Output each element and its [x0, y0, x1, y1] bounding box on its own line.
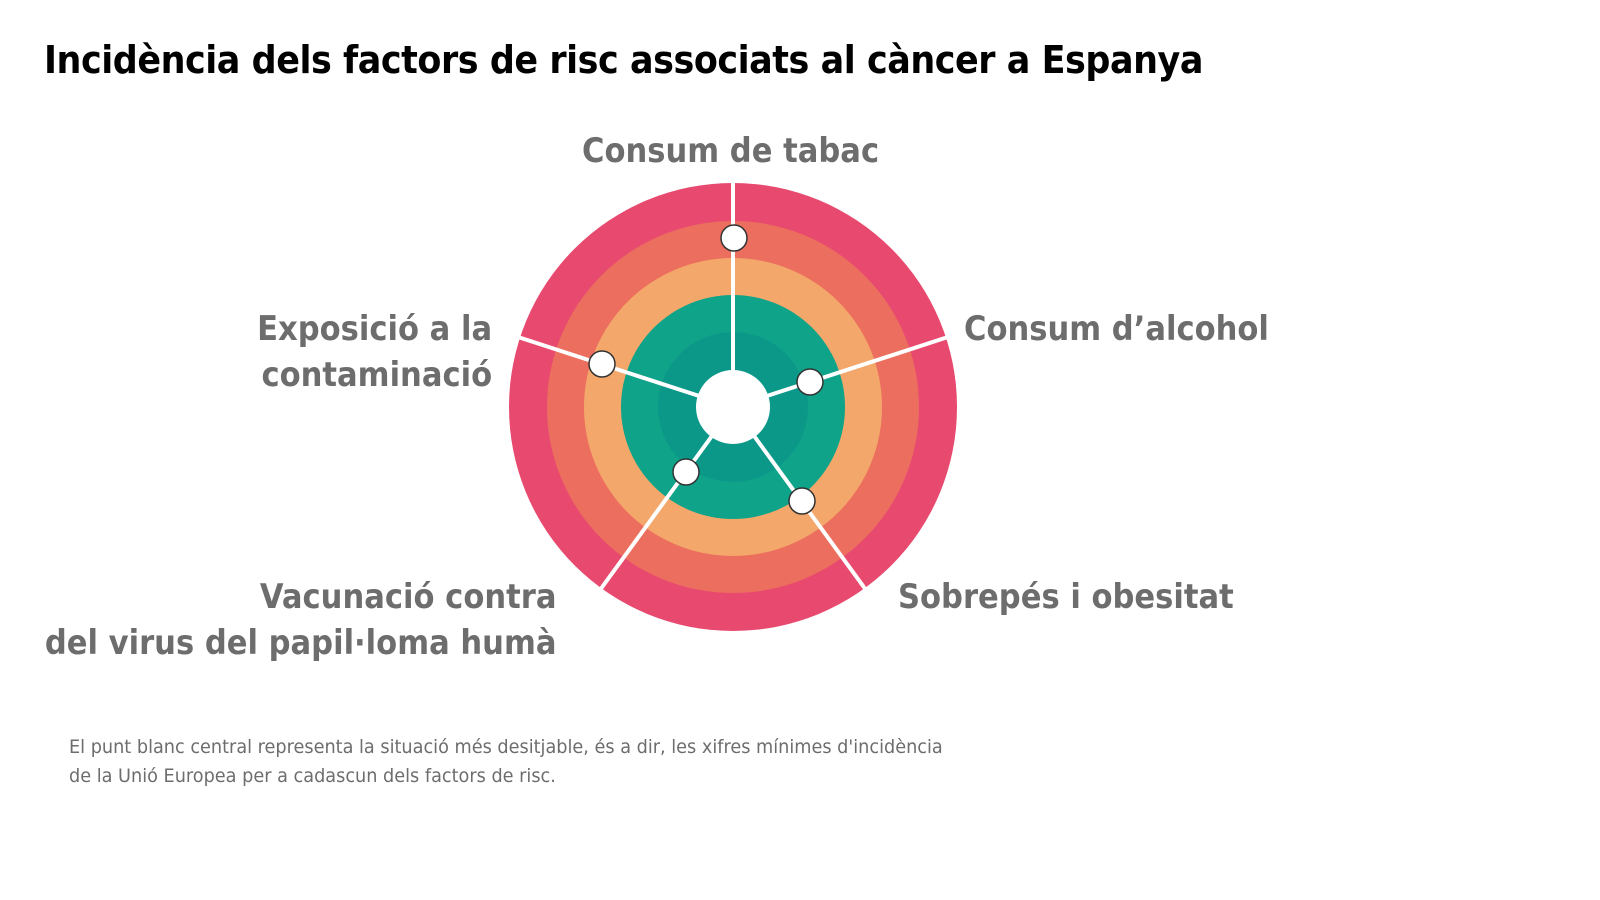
label-alcohol: Consum d’alcohol	[964, 309, 1269, 349]
label-sobrepes: Sobrepés i obesitat	[898, 577, 1234, 617]
spoke-exposicio	[517, 335, 734, 409]
label-tabac: Consum de tabac	[582, 131, 880, 171]
center-point	[696, 370, 770, 444]
point-tabac[interactable]	[720, 224, 748, 252]
data-points	[588, 224, 824, 515]
footnote: El punt blanc central representa la situ…	[69, 736, 943, 787]
label-exposicio: Exposició a la contaminació	[256, 309, 492, 395]
spoke-vacunacio	[598, 405, 735, 592]
point-exposicio[interactable]	[588, 350, 616, 378]
label-vacunacio: Vacunació contra del virus del papil·lom…	[44, 577, 556, 663]
chart-title: Incidència dels factors de risc associat…	[44, 38, 1203, 82]
point-sobrepes[interactable]	[788, 487, 816, 515]
point-vacunacio[interactable]	[672, 458, 700, 486]
point-alcohol[interactable]	[796, 368, 824, 396]
spoke-alcohol	[732, 335, 949, 409]
